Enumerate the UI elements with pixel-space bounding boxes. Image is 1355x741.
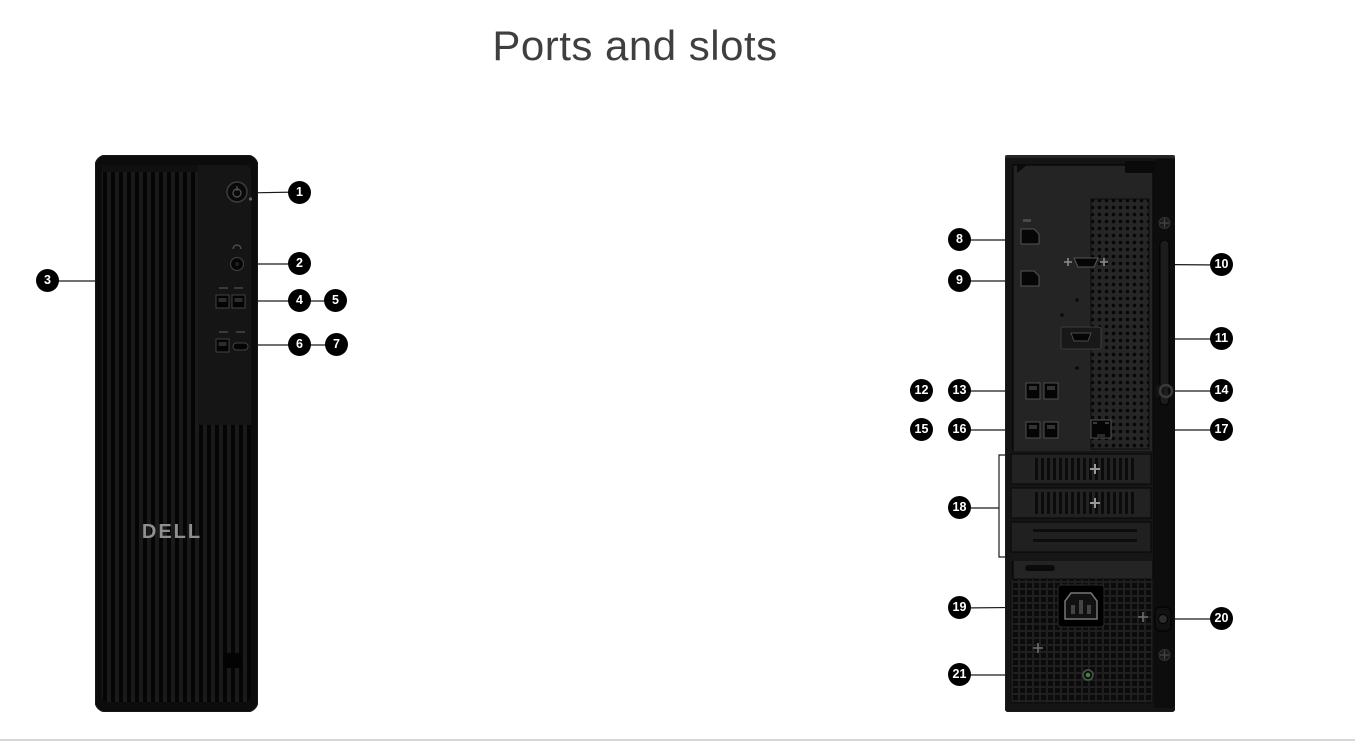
cover-screw-top [1158,217,1171,229]
callout-4: 4 [288,289,311,312]
front-view-illustration: DELL [94,154,259,717]
rear-usb-ports-row1 [1025,382,1059,400]
callout-9: 9 [948,269,971,292]
rear-vent-grid [1090,198,1150,450]
power-supply-unit [1010,578,1154,704]
callout-11: 11 [1210,327,1233,350]
callout-14: 14 [1210,379,1233,402]
cover-release-latch [1159,239,1170,406]
psu-diagnostic-light [1082,669,1094,681]
top-latch [1125,161,1155,173]
callout-12: 12 [910,379,933,402]
security-loop [1154,606,1172,632]
callout-6: 6 [288,333,311,356]
callout-17: 17 [1210,418,1233,441]
headset-jack [229,244,245,272]
optional-port [1060,326,1102,350]
front-badge [223,653,241,668]
padlock-ring [1156,383,1174,399]
callout-8: 8 [948,228,971,251]
callout-7: 7 [325,333,348,356]
callout-20: 20 [1210,607,1233,630]
hdmi-port [1020,270,1040,287]
displayport [1020,219,1040,245]
side-cover-edge [1154,159,1175,708]
back-view-illustration [1004,154,1176,717]
usb-c-port [232,342,249,351]
front-usb-a-and-usb-c-ports [215,331,249,353]
expansion-slots [1009,451,1153,561]
callout-13: 13 [948,379,971,402]
power-led [248,197,253,201]
serial-port [1064,257,1108,268]
callout-21: 21 [948,663,971,686]
callout-16: 16 [948,418,971,441]
dell-logo: DELL [142,521,202,543]
callout-1: 1 [288,181,311,204]
callout-3: 3 [36,269,59,292]
page-title: Ports and slots [492,22,778,69]
cover-screw-bottom [1158,649,1171,661]
power-connector [1057,584,1105,628]
callout-19: 19 [948,596,971,619]
ethernet-port [1090,419,1112,439]
front-usb-a-ports [215,287,246,309]
callout-10: 10 [1210,253,1233,276]
page-bottom-divider [0,739,1355,741]
callout-2: 2 [288,252,311,275]
callout-18: 18 [948,496,971,519]
power-button [226,181,253,203]
callout-15: 15 [910,418,933,441]
rear-usb-ports-row2 [1025,421,1059,439]
callout-5: 5 [324,289,347,312]
